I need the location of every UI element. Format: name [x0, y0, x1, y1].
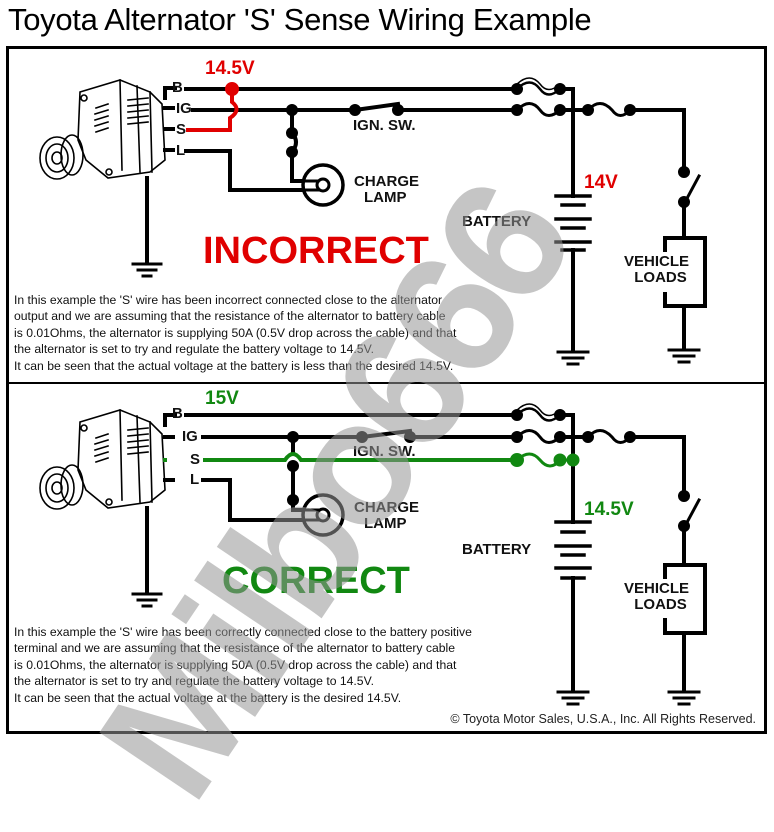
wiring-diagram	[39, 77, 707, 706]
description-line: It can be seen that the actual voltage a…	[14, 358, 454, 373]
incorrect-s-wire	[186, 82, 239, 132]
vehicle-loads-label-line1: VEHICLE	[624, 580, 690, 597]
description-line: the alternator is set to try and regulat…	[14, 674, 374, 689]
alternator-voltage-label: 14.5V	[205, 58, 255, 79]
incorrect-description: In this example the 'S' wire has been in…	[14, 292, 456, 374]
correct-wiring	[39, 403, 707, 706]
correct-panel	[6, 382, 767, 734]
description-line: terminal and we are assuming that the re…	[14, 641, 456, 656]
ignition-switch-label: IGN. SW.	[353, 443, 416, 460]
terminal-b-label: B	[172, 405, 183, 422]
terminal-l-label: L	[176, 142, 186, 159]
description-line: is 0.01Ohms, the alternator is supplying…	[14, 657, 457, 672]
description-line: In this example the 'S' wire has been in…	[14, 293, 443, 307]
terminal-l-label: L	[190, 471, 200, 488]
terminal-b-label: B	[172, 79, 183, 96]
description-line: output and we are assuming that the resi…	[14, 309, 446, 324]
correct-verdict-heading: CORRECT	[222, 560, 410, 602]
charge-lamp-label-line1: CHARGE	[354, 499, 420, 516]
vehicle-loads-label-line2: LOADS	[634, 596, 687, 613]
incorrect-wiring	[39, 77, 707, 366]
terminal-s-label: S	[176, 121, 187, 138]
terminal-ig-label: IG	[176, 100, 192, 117]
alternator-icon	[39, 79, 166, 180]
charge-lamp-label-line2: LAMP	[364, 189, 407, 206]
description-line: It can be seen that the actual voltage a…	[14, 690, 402, 705]
battery-voltage-label: 14V	[584, 172, 618, 193]
battery-voltage-label: 14.5V	[584, 499, 634, 520]
terminal-s-label: S	[190, 451, 201, 468]
charge-lamp-label-line1: CHARGE	[354, 173, 420, 190]
terminal-ig-label: IG	[182, 428, 198, 445]
ignition-switch-label: IGN. SW.	[353, 117, 416, 134]
alternator-icon	[39, 409, 166, 510]
charge-lamp-label-line2: LAMP	[364, 515, 407, 532]
vehicle-loads-label-line1: VEHICLE	[624, 253, 690, 270]
battery-label: BATTERY	[462, 213, 532, 230]
correct-description: In this example the 'S' wire has been co…	[14, 624, 472, 706]
correct-s-wire	[203, 452, 580, 468]
incorrect-verdict-heading: INCORRECT	[203, 230, 429, 272]
copyright-notice: © Toyota Motor Sales, U.S.A., Inc. All R…	[450, 712, 756, 726]
description-line: the alternator is set to try and regulat…	[14, 342, 374, 357]
battery-label: BATTERY	[462, 541, 532, 558]
alternator-voltage-label: 15V	[205, 388, 239, 409]
description-line: is 0.01Ohms, the alternator is supplying…	[14, 325, 457, 340]
s-terminal-marker	[163, 458, 167, 462]
vehicle-loads-label-line2: LOADS	[634, 269, 687, 286]
page-title: Toyota Alternator 'S' Sense Wiring Examp…	[8, 2, 592, 37]
description-line: In this example the 'S' wire has been co…	[14, 625, 472, 639]
